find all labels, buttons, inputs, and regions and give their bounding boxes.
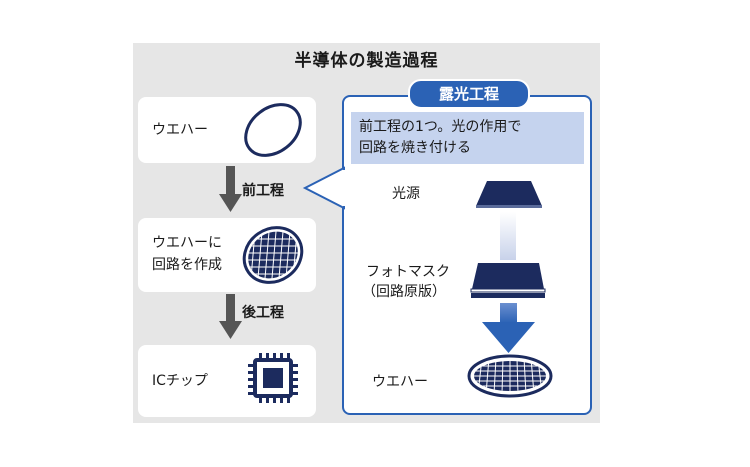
exposed-wafer-label: ウエハー [372, 374, 428, 390]
light-source-label: 光源 [392, 186, 420, 202]
step-back-end: 後工程 [242, 305, 284, 321]
exposure-arrow [482, 303, 535, 353]
card-ic-chip-label: ICチップ [152, 373, 208, 389]
exposure-description-line2: 回路を焼き付ける [359, 140, 471, 156]
exposure-description: 前工程の1つ。光の作用で 回路を焼き付ける [351, 112, 584, 164]
light-beam [500, 212, 516, 260]
photomask-icon [470, 263, 546, 298]
diagram-title: 半導体の製造過程 [294, 51, 439, 71]
card-circuit-label-1: ウエハーに [152, 235, 222, 251]
arrow-back-end [219, 294, 242, 339]
card-wafer-label: ウエハー [152, 122, 208, 138]
exposure-description-line1: 前工程の1つ。光の作用で [359, 119, 522, 135]
light-source-icon [476, 181, 542, 208]
ic-chip-icon [248, 353, 298, 403]
wafer-icon [244, 103, 302, 157]
step-front-end: 前工程 [242, 183, 284, 199]
card-circuit-label-2: 回路を作成 [152, 257, 222, 273]
photomask-label-1: フォトマスク [366, 264, 450, 280]
exposed-wafer-icon [467, 354, 553, 398]
card-ic-chip: ICチップ [138, 345, 316, 417]
exposure-badge: 露光工程 [408, 79, 530, 109]
callout-pointer [302, 166, 345, 210]
card-wafer: ウエハー [138, 97, 316, 163]
arrow-front-end [219, 166, 242, 212]
photomask-label-2: （回路原版） [362, 284, 446, 300]
patterned-wafer-icon [237, 220, 309, 290]
